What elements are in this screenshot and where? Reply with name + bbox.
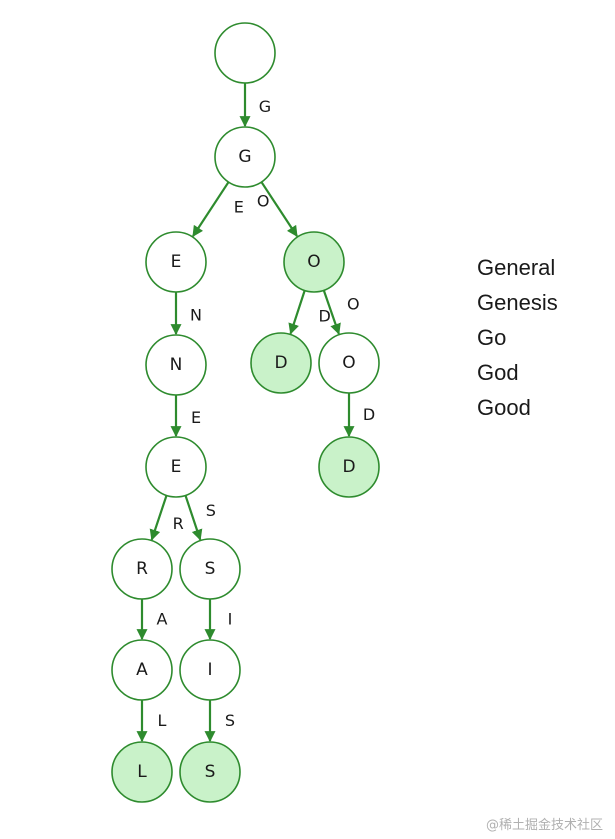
word-item: General xyxy=(477,255,556,280)
edge-label: O xyxy=(257,192,270,211)
word-item: Genesis xyxy=(477,290,558,315)
word-item: Good xyxy=(477,395,531,420)
edge-label: I xyxy=(228,610,233,629)
node-label: S xyxy=(205,559,216,579)
node-circle xyxy=(214,22,276,84)
node-label: L xyxy=(137,762,147,782)
node-circle xyxy=(145,231,207,293)
trie-node-genes: S xyxy=(179,538,241,600)
trie-edge xyxy=(192,181,230,238)
trie-node-gen: N xyxy=(145,334,207,396)
node-label: E xyxy=(171,457,182,477)
node-circle xyxy=(214,126,276,188)
edge-label: L xyxy=(158,711,167,730)
node-label: O xyxy=(342,353,355,373)
edge-label: S xyxy=(206,501,216,520)
trie-node-genesis: S xyxy=(179,741,241,803)
trie-node-ge: E xyxy=(145,231,207,293)
word-list: General Genesis Go God Good xyxy=(477,250,558,425)
edge-label: G xyxy=(259,97,271,116)
trie-node-genesi: I xyxy=(179,639,241,701)
trie-node-go: O xyxy=(283,231,345,293)
edge-label: A xyxy=(157,610,168,629)
word-item: Go xyxy=(477,325,507,350)
node-circle xyxy=(179,639,241,701)
edge-label: E xyxy=(234,198,244,217)
node-circle xyxy=(111,639,173,701)
trie-edge xyxy=(322,289,341,335)
node-label: E xyxy=(171,252,182,272)
node-label: N xyxy=(170,355,183,375)
node-circle xyxy=(145,436,207,498)
watermark: @稀土掘金技术社区 xyxy=(485,818,603,833)
trie-edge xyxy=(288,290,306,335)
node-circle xyxy=(318,332,380,394)
node-label: A xyxy=(136,660,148,680)
trie-node-god: D xyxy=(250,332,312,394)
trie-edge xyxy=(260,181,298,238)
node-label: R xyxy=(136,559,148,579)
node-label: D xyxy=(342,457,355,477)
terminal-node-circle xyxy=(318,436,380,498)
node-circle xyxy=(111,538,173,600)
edge-label: D xyxy=(318,307,330,326)
terminal-node-circle xyxy=(111,741,173,803)
trie-node-g: G xyxy=(214,126,276,188)
trie-node-root xyxy=(214,22,276,84)
trie-node-goo: O xyxy=(318,332,380,394)
terminal-node-circle xyxy=(250,332,312,394)
edge-label: D xyxy=(363,405,375,424)
trie-node-gene: E xyxy=(145,436,207,498)
node-label: O xyxy=(307,252,320,272)
node-circle xyxy=(145,334,207,396)
edge-label: R xyxy=(173,514,184,533)
node-label: G xyxy=(238,147,251,167)
edge-label: O xyxy=(347,295,360,314)
node-circle xyxy=(179,538,241,600)
edge-label: S xyxy=(225,711,235,730)
node-label: D xyxy=(274,353,287,373)
trie-node-genera: A xyxy=(111,639,173,701)
terminal-node-circle xyxy=(179,741,241,803)
edge-label: N xyxy=(190,306,202,325)
trie-edge xyxy=(149,495,168,541)
node-label: S xyxy=(205,762,216,782)
word-item: God xyxy=(477,360,519,385)
trie-node-general: L xyxy=(111,741,173,803)
trie-node-good: D xyxy=(318,436,380,498)
terminal-node-circle xyxy=(283,231,345,293)
edge-label: E xyxy=(191,408,201,427)
node-label: I xyxy=(207,660,212,680)
trie-edge xyxy=(184,495,203,541)
trie-node-gener: R xyxy=(111,538,173,600)
